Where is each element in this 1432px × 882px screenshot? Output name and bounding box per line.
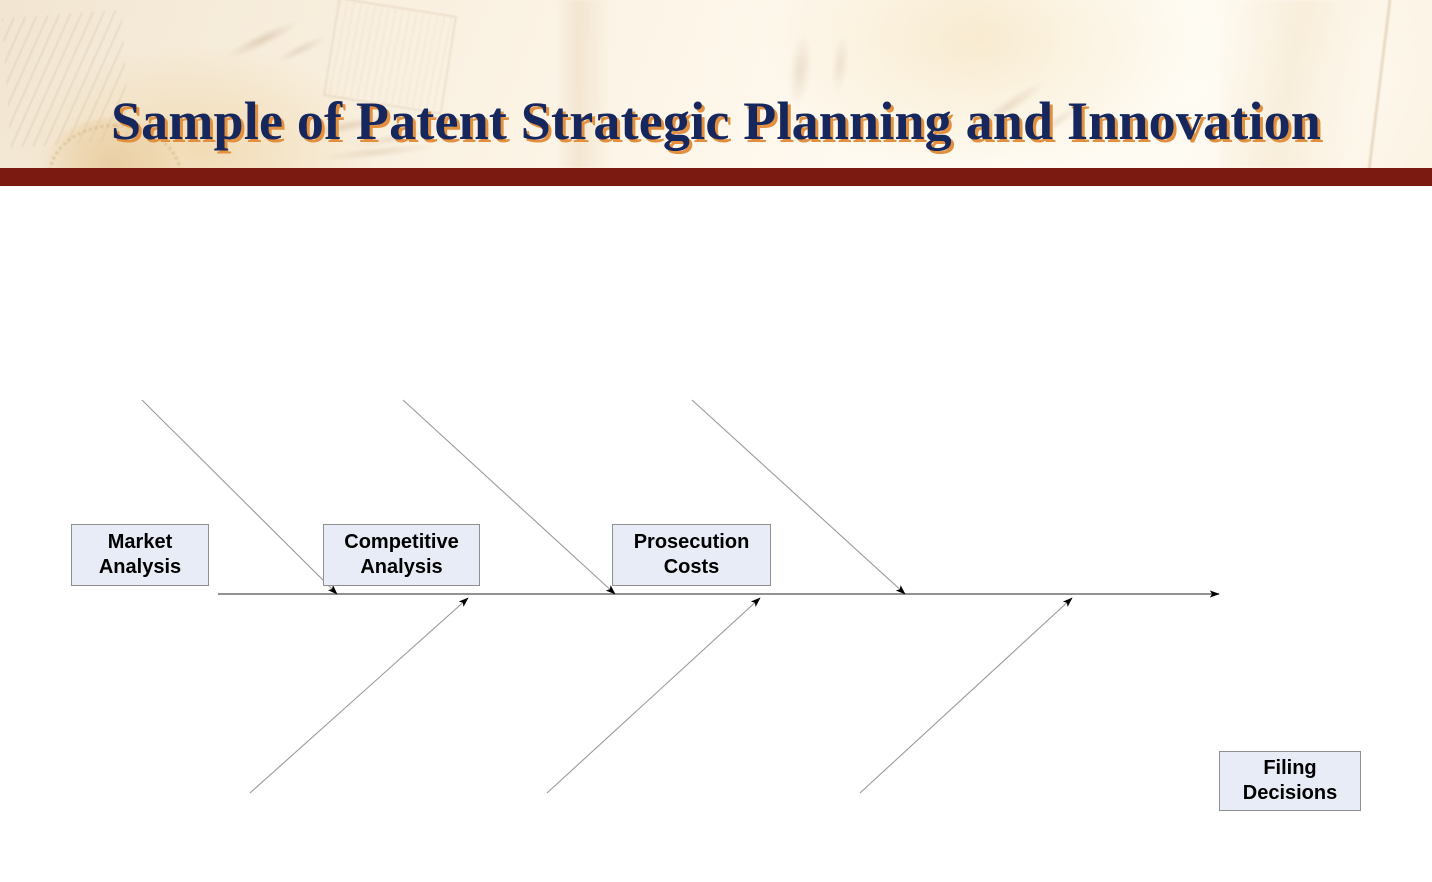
cause-box-competitive-analysis[interactable]: Competitive Analysis	[323, 524, 480, 586]
fishbone-rib-competitive-analysis	[402, 399, 616, 595]
header-divider-bar	[0, 168, 1432, 186]
fishbone-ribs-top	[141, 399, 906, 595]
fishbone-ribs-bottom	[249, 597, 1073, 794]
fishbone-connector-layer	[141, 399, 1220, 794]
effect-box-filing-decisions[interactable]: Filing Decisions	[1219, 751, 1361, 811]
page-title: Sample of Patent Strategic Planning and …	[110, 91, 1322, 152]
cause-box-prosecution-costs[interactable]: Prosecution Costs	[612, 524, 771, 586]
cause-box-market-analysis[interactable]: Market Analysis	[71, 524, 209, 586]
fishbone-rib-likelihood-of-commercialization	[249, 597, 469, 794]
fishbone-rib-patentability	[546, 597, 761, 794]
fishbone-diagram: Market Analysis Competitive Analysis Pro…	[0, 186, 1432, 882]
fishbone-rib-prosecution-costs	[691, 399, 906, 595]
fishbone-rib-market-analysis	[141, 399, 338, 595]
fishbone-rib-ip-strategy	[859, 597, 1073, 794]
